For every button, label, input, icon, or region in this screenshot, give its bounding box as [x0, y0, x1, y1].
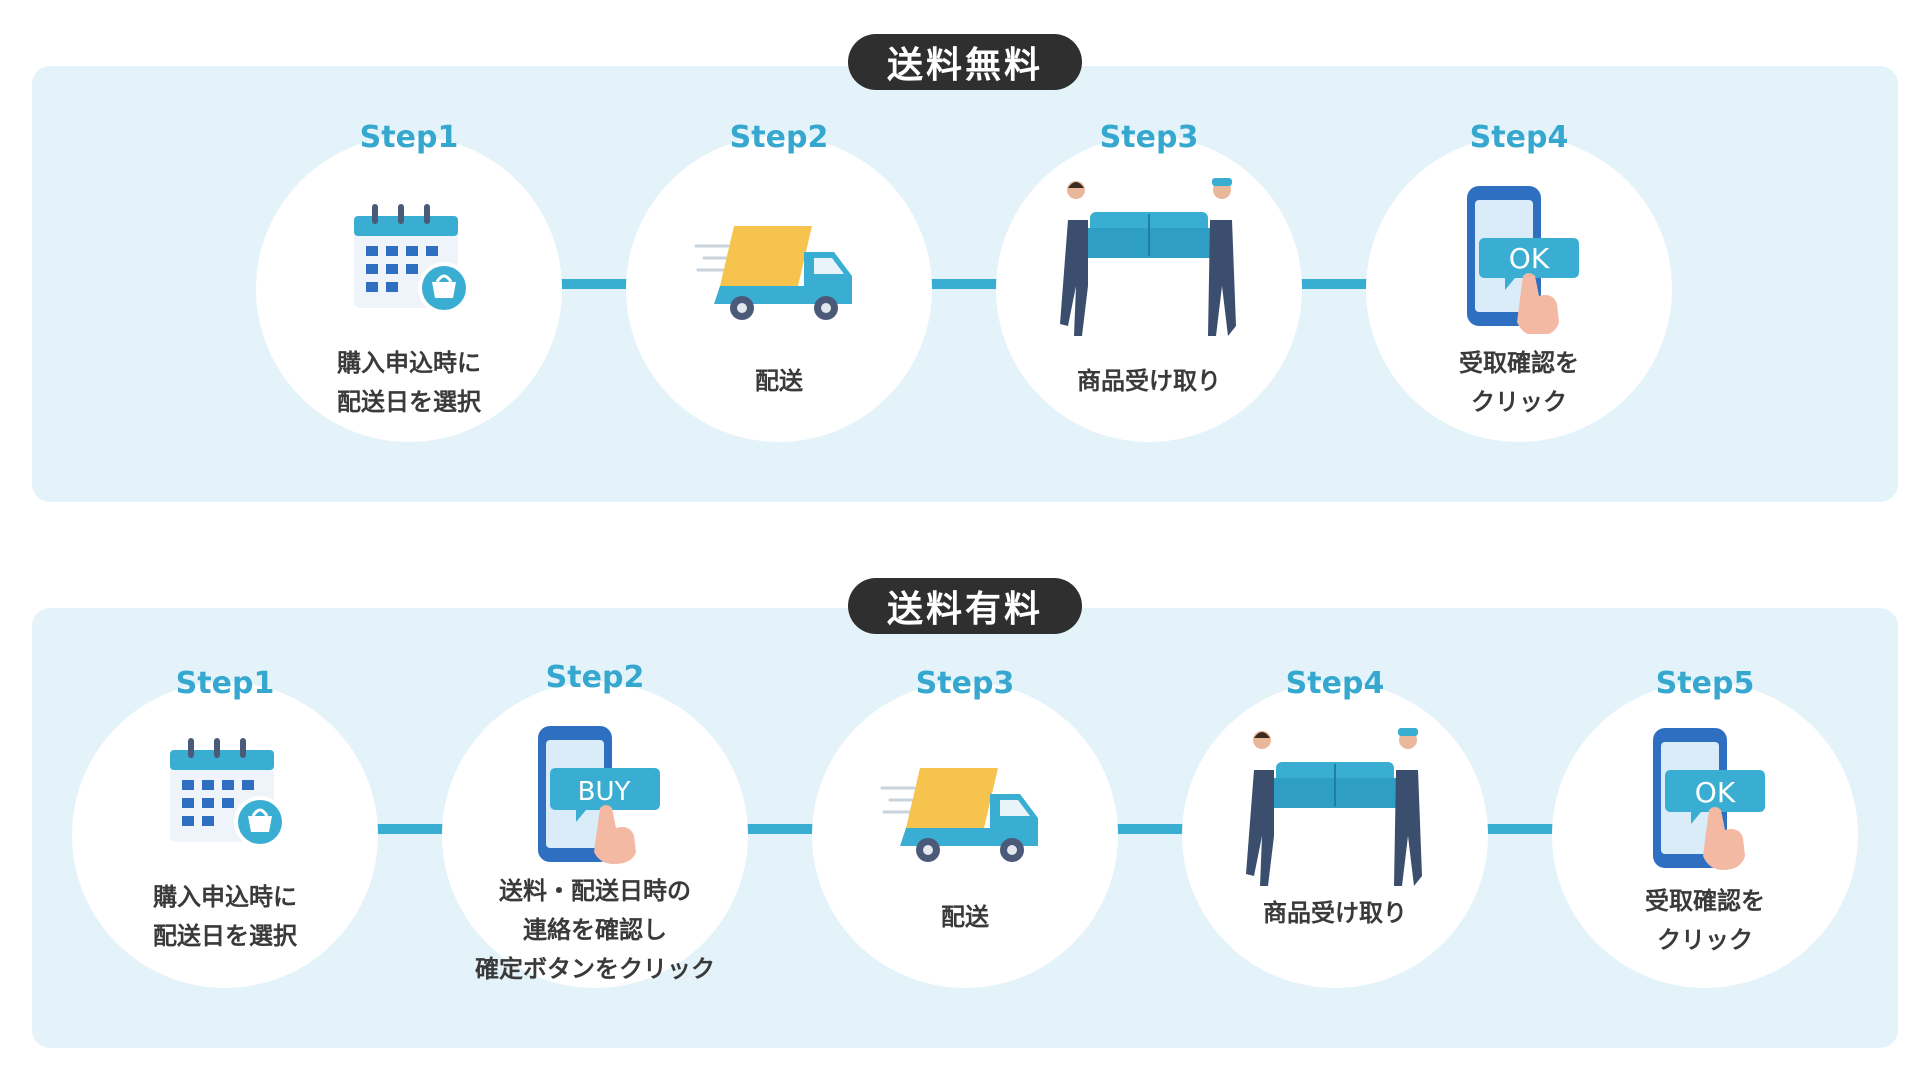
free-step-3: Step3 商品受け取り — [996, 136, 1302, 442]
connector — [930, 279, 1000, 289]
paid-step-4: Step4 商品受け取り — [1182, 682, 1488, 988]
delivery-truck-icon — [694, 216, 864, 326]
step-text: 商品受け取り — [996, 362, 1302, 401]
movers-sofa-icon — [1054, 176, 1244, 342]
connector — [1486, 824, 1556, 834]
step-label: Step3 — [812, 666, 1118, 701]
movers-sofa-icon — [1240, 726, 1430, 892]
delivery-truck-icon — [880, 758, 1050, 868]
step-text: 配送 — [812, 898, 1118, 937]
paid-step-1: Step1 購入申込時に 配送日を選択 — [72, 682, 378, 988]
step-label: Step4 — [1366, 120, 1672, 155]
step-text: 受取確認を クリック — [1366, 344, 1672, 422]
step-text: 配送 — [626, 362, 932, 401]
svg-text:BUY: BUY — [578, 777, 631, 807]
step-label: Step2 — [626, 120, 932, 155]
paid-step-3: Step3 配送 — [812, 682, 1118, 988]
connector — [746, 824, 816, 834]
step-text: 送料・配送日時の 連絡を確認し 確定ボタンをクリック — [442, 872, 748, 989]
connector — [1116, 824, 1186, 834]
paid-step-5: Step5 OK 受取確認を クリック — [1552, 682, 1858, 988]
phone-ok-icon: OK — [1449, 184, 1589, 334]
paid-step-2: Step2 BUY 送料・配送日時の 連絡を確認し 確定ボタンをクリック — [442, 682, 748, 988]
step-text: 購入申込時に 配送日を選択 — [72, 878, 378, 956]
connector — [376, 824, 446, 834]
connector — [560, 279, 630, 289]
calendar-basket-icon — [160, 732, 290, 852]
calendar-basket-icon — [344, 198, 474, 318]
step-label: Step4 — [1182, 666, 1488, 701]
step-label: Step5 — [1552, 666, 1858, 701]
step-label: Step2 — [442, 660, 748, 695]
svg-text:OK: OK — [1509, 242, 1550, 275]
free-shipping-title: 送料無料 — [848, 34, 1082, 90]
phone-buy-icon: BUY — [520, 726, 670, 866]
paid-shipping-title: 送料有料 — [848, 578, 1082, 634]
phone-ok-icon: OK — [1635, 726, 1775, 876]
step-label: Step3 — [996, 120, 1302, 155]
svg-text:OK: OK — [1695, 776, 1736, 809]
free-step-4: Step4 OK 受取確認を クリック — [1366, 136, 1672, 442]
step-label: Step1 — [72, 666, 378, 701]
step-text: 購入申込時に 配送日を選択 — [256, 344, 562, 422]
step-text: 受取確認を クリック — [1552, 882, 1858, 960]
free-step-2: Step2 配送 — [626, 136, 932, 442]
free-step-1: Step1 購入申込時に 配送日を選択 — [256, 136, 562, 442]
step-text: 商品受け取り — [1182, 894, 1488, 933]
connector — [1300, 279, 1370, 289]
step-label: Step1 — [256, 120, 562, 155]
